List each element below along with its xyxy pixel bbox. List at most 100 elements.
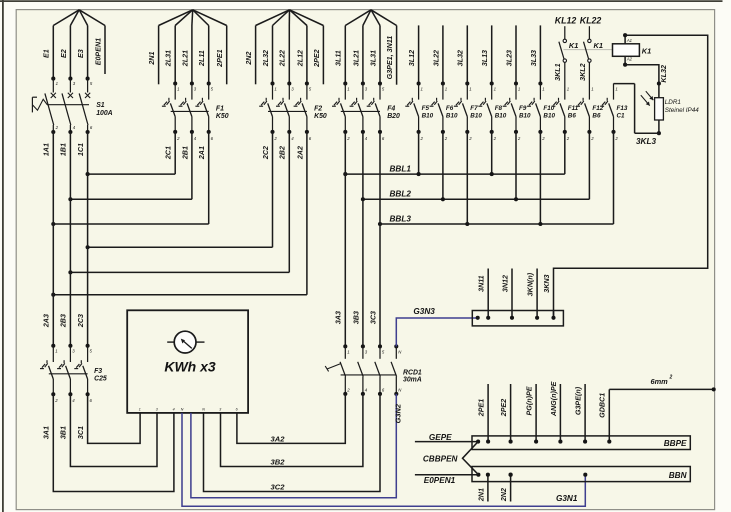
svg-text:C1: C1: [617, 112, 626, 119]
svg-text:6: 6: [382, 387, 385, 392]
svg-text:1: 1: [421, 86, 424, 91]
svg-text:4: 4: [72, 398, 75, 403]
svg-text:3KL3: 3KL3: [636, 137, 656, 146]
svg-text:4: 4: [73, 125, 76, 130]
svg-text:3KN3: 3KN3: [543, 274, 551, 292]
svg-text:A2: A2: [626, 56, 633, 61]
svg-text:E1: E1: [43, 49, 51, 58]
svg-text:N: N: [202, 408, 205, 412]
svg-text:ANG(n)PE: ANG(n)PE: [550, 381, 558, 417]
svg-text:2PE1: 2PE1: [216, 49, 224, 67]
svg-text:2: 2: [420, 136, 424, 141]
svg-text:E0PEN1: E0PEN1: [424, 476, 456, 485]
svg-text:2N2: 2N2: [500, 488, 508, 502]
svg-text:1C1: 1C1: [77, 143, 85, 156]
svg-text:2A3: 2A3: [43, 314, 51, 328]
svg-text:1: 1: [494, 86, 497, 91]
svg-text:1: 1: [518, 86, 521, 91]
svg-text:2L22: 2L22: [279, 50, 287, 67]
svg-text:F11: F11: [568, 105, 579, 112]
svg-text:6: 6: [211, 136, 214, 141]
svg-text:F12: F12: [592, 105, 603, 112]
svg-text:3: 3: [156, 408, 158, 412]
svg-text:B6: B6: [592, 112, 601, 119]
svg-text:Steinel IP44: Steinel IP44: [665, 107, 699, 114]
svg-text:1: 1: [56, 81, 59, 86]
svg-text:E0PEN1: E0PEN1: [94, 38, 102, 65]
svg-text:1: 1: [445, 86, 448, 91]
svg-text:1: 1: [274, 86, 277, 91]
svg-text:4: 4: [194, 136, 197, 141]
svg-text:3L11: 3L11: [335, 50, 343, 66]
svg-text:2C2: 2C2: [262, 146, 270, 160]
svg-text:4: 4: [291, 136, 294, 141]
svg-text:PG(n)PE: PG(n)PE: [526, 386, 534, 415]
svg-text:BBN: BBN: [669, 471, 688, 480]
svg-text:2C1: 2C1: [165, 146, 173, 160]
svg-text:3L21: 3L21: [352, 50, 360, 66]
svg-text:C25: C25: [94, 376, 107, 383]
svg-text:F3: F3: [94, 368, 102, 375]
svg-text:3: 3: [73, 81, 76, 86]
svg-text:5: 5: [211, 86, 214, 91]
svg-text:N: N: [398, 387, 402, 392]
svg-text:A1: A1: [626, 38, 632, 43]
svg-text:1: 1: [347, 86, 350, 91]
svg-text:3L13: 3L13: [481, 50, 489, 66]
svg-text:F5: F5: [422, 105, 430, 112]
svg-text:K1: K1: [594, 41, 603, 50]
svg-text:3L32: 3L32: [457, 50, 465, 66]
svg-text:6: 6: [382, 136, 385, 141]
svg-text:2: 2: [517, 136, 521, 141]
svg-text:1: 1: [469, 86, 472, 91]
svg-text:B10: B10: [543, 112, 555, 119]
svg-text:6: 6: [236, 408, 238, 412]
svg-text:3: 3: [291, 86, 294, 91]
svg-text:2A1: 2A1: [198, 146, 206, 160]
svg-text:3KL1: 3KL1: [554, 63, 562, 80]
svg-text:2PE2: 2PE2: [313, 49, 321, 67]
svg-text:GDBC1: GDBC1: [599, 393, 607, 418]
svg-text:2B3: 2B3: [60, 314, 68, 328]
svg-text:GEPE: GEPE: [429, 433, 452, 442]
svg-text:F4: F4: [387, 106, 395, 113]
svg-text:5: 5: [90, 349, 93, 354]
svg-text:5: 5: [382, 350, 385, 355]
svg-text:2: 2: [54, 398, 58, 403]
svg-text:3C1: 3C1: [77, 426, 85, 439]
svg-text:3: 3: [219, 408, 221, 412]
svg-text:4: 4: [365, 136, 368, 141]
svg-text:3: 3: [194, 86, 197, 91]
svg-text:2: 2: [346, 136, 350, 141]
svg-text:1: 1: [347, 350, 350, 355]
svg-text:2PE2: 2PE2: [500, 399, 508, 417]
svg-text:3L22: 3L22: [432, 50, 440, 66]
svg-text:F8: F8: [495, 105, 503, 112]
svg-text:G3N3: G3N3: [413, 307, 435, 316]
svg-text:3L33: 3L33: [530, 50, 538, 66]
svg-text:RCD1: RCD1: [403, 369, 422, 376]
svg-text:F10: F10: [543, 105, 554, 112]
svg-text:3: 3: [72, 349, 75, 354]
svg-text:3C3: 3C3: [369, 311, 377, 324]
svg-text:3B3: 3B3: [352, 311, 360, 324]
svg-text:2A2: 2A2: [296, 146, 304, 160]
svg-text:3L12: 3L12: [408, 50, 416, 66]
svg-text:K50: K50: [216, 113, 229, 120]
svg-text:3KN(n): 3KN(n): [526, 272, 534, 296]
svg-text:2C3: 2C3: [77, 314, 85, 328]
svg-text:B6: B6: [568, 112, 577, 119]
svg-text:K50: K50: [314, 113, 327, 120]
svg-text:6: 6: [90, 125, 93, 130]
svg-text:2: 2: [468, 136, 472, 141]
svg-text:E2: E2: [60, 49, 68, 58]
svg-text:2B2: 2B2: [279, 146, 287, 160]
svg-text:1: 1: [177, 86, 180, 91]
svg-text:B10: B10: [519, 112, 531, 119]
svg-text:2L12: 2L12: [296, 50, 304, 67]
svg-text:K1: K1: [569, 41, 578, 50]
svg-text:F7: F7: [470, 105, 478, 112]
svg-text:3L31: 3L31: [369, 50, 377, 66]
svg-text:3: 3: [365, 86, 368, 91]
svg-text:1: 1: [615, 86, 618, 91]
